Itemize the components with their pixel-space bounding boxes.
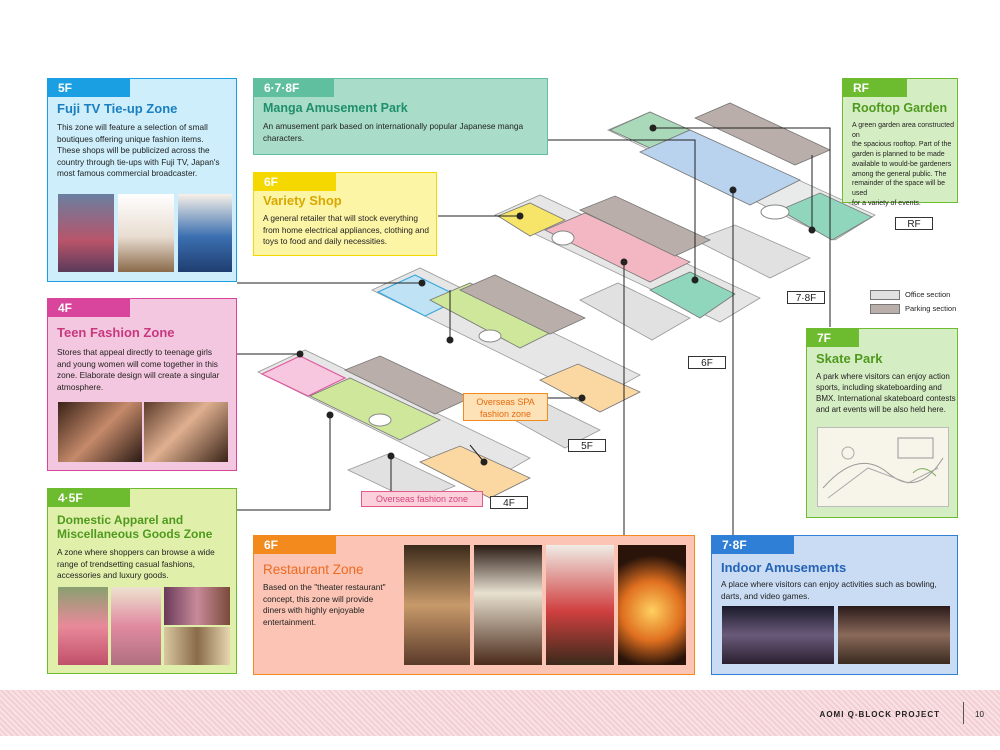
page-number: 10	[975, 710, 984, 719]
teen-photo-2	[144, 402, 228, 462]
fashion-photo-2	[118, 194, 174, 272]
legend-office-label: Office section	[905, 290, 951, 299]
zone-title: Skate Park	[816, 351, 883, 366]
apparel-photo-4	[164, 627, 230, 665]
fashion-photo-3	[178, 194, 232, 272]
legend-office-swatch	[870, 290, 900, 300]
zone-teen-fashion: 4F Teen Fashion Zone Stores that appeal …	[47, 298, 237, 471]
floor-label-rf: RF	[895, 217, 933, 230]
floor-label-6f: 6F	[688, 356, 726, 369]
zone-restaurant: 6F Restaurant Zone Based on the "theater…	[253, 535, 695, 675]
footer-band: AOMI Q-BLOCK PROJECT 10	[0, 690, 1000, 736]
floor-label-5f: 5F	[568, 439, 606, 452]
floor-tag: RF	[843, 79, 907, 97]
floor-tag: 6·7·8F	[254, 79, 334, 97]
zone-title: Rooftop Garden	[852, 101, 948, 115]
zone-title: Variety Shop	[263, 193, 342, 208]
zone-title: Restaurant Zone	[263, 562, 364, 577]
zone-description: This zone will feature a selection of sm…	[57, 122, 220, 178]
legend-parking-swatch	[870, 304, 900, 314]
zone-description: A general retailer that will stock every…	[263, 213, 430, 246]
zone-rooftop-garden: RF Rooftop Garden A green garden area co…	[842, 78, 958, 207]
zone-description: A place where visitors can enjoy activit…	[721, 579, 937, 601]
floor-tag: 6F	[254, 173, 336, 191]
teen-photo-1	[58, 402, 142, 462]
zone-fuji-tv: 5F Fuji TV Tie-up Zone This zone will fe…	[47, 78, 237, 282]
skate-park-sketch	[817, 427, 949, 507]
footer-divider	[963, 702, 964, 724]
zone-description: Based on the "theater restaurant"concept…	[263, 582, 386, 627]
apparel-photo-3	[164, 587, 230, 625]
floor-tag: 4·5F	[48, 489, 130, 507]
zone-indoor-amusements: 7·8F Indoor Amusements A place where vis…	[711, 535, 958, 675]
legend-parking-label: Parking section	[905, 304, 957, 313]
project-name: AOMI Q-BLOCK PROJECT	[819, 710, 940, 719]
apparel-photo-2	[111, 587, 161, 665]
zone-title: Manga Amusement Park	[263, 101, 408, 115]
bowling-photo	[722, 606, 834, 664]
darts-photo	[838, 606, 950, 664]
floor-tag: 4F	[48, 299, 130, 317]
zone-variety-shop: 6F Variety Shop A general retailer that …	[253, 172, 437, 256]
fashion-photo-1	[58, 194, 114, 272]
zone-title: Fuji TV Tie-up Zone	[57, 101, 178, 116]
zone-description: An amusement park based on international…	[263, 121, 524, 143]
floor-tag: 7F	[807, 329, 859, 347]
apparel-photo-1	[58, 587, 108, 665]
callout-overseas-fashion: Overseas fashion zone	[361, 491, 483, 507]
leader-lines	[237, 124, 831, 535]
floor-78f	[494, 194, 761, 341]
floor-rf	[607, 102, 876, 279]
floor-label-78f: 7·8F	[787, 291, 825, 304]
floor-tag: 7·8F	[712, 536, 794, 554]
floor-tag: 6F	[254, 536, 336, 554]
zone-skate-park: 7F Skate Park A park where visitors can …	[806, 328, 958, 518]
restaurant-photo-3	[546, 545, 614, 665]
restaurant-photo-4	[618, 545, 686, 665]
floor-label-4f: 4F	[490, 496, 528, 509]
floor-4f	[257, 349, 531, 503]
zone-title: Teen Fashion Zone	[57, 325, 175, 340]
zone-manga-park: 6·7·8F Manga Amusement Park An amusement…	[253, 78, 548, 155]
zone-title: Indoor Amusements	[721, 560, 847, 575]
zone-description: Stores that appeal directly to teenage g…	[57, 347, 220, 392]
floor-5f	[371, 267, 641, 449]
restaurant-photo-1	[404, 545, 470, 665]
restaurant-photo-2	[474, 545, 542, 665]
floor-tag: 5F	[48, 79, 130, 97]
